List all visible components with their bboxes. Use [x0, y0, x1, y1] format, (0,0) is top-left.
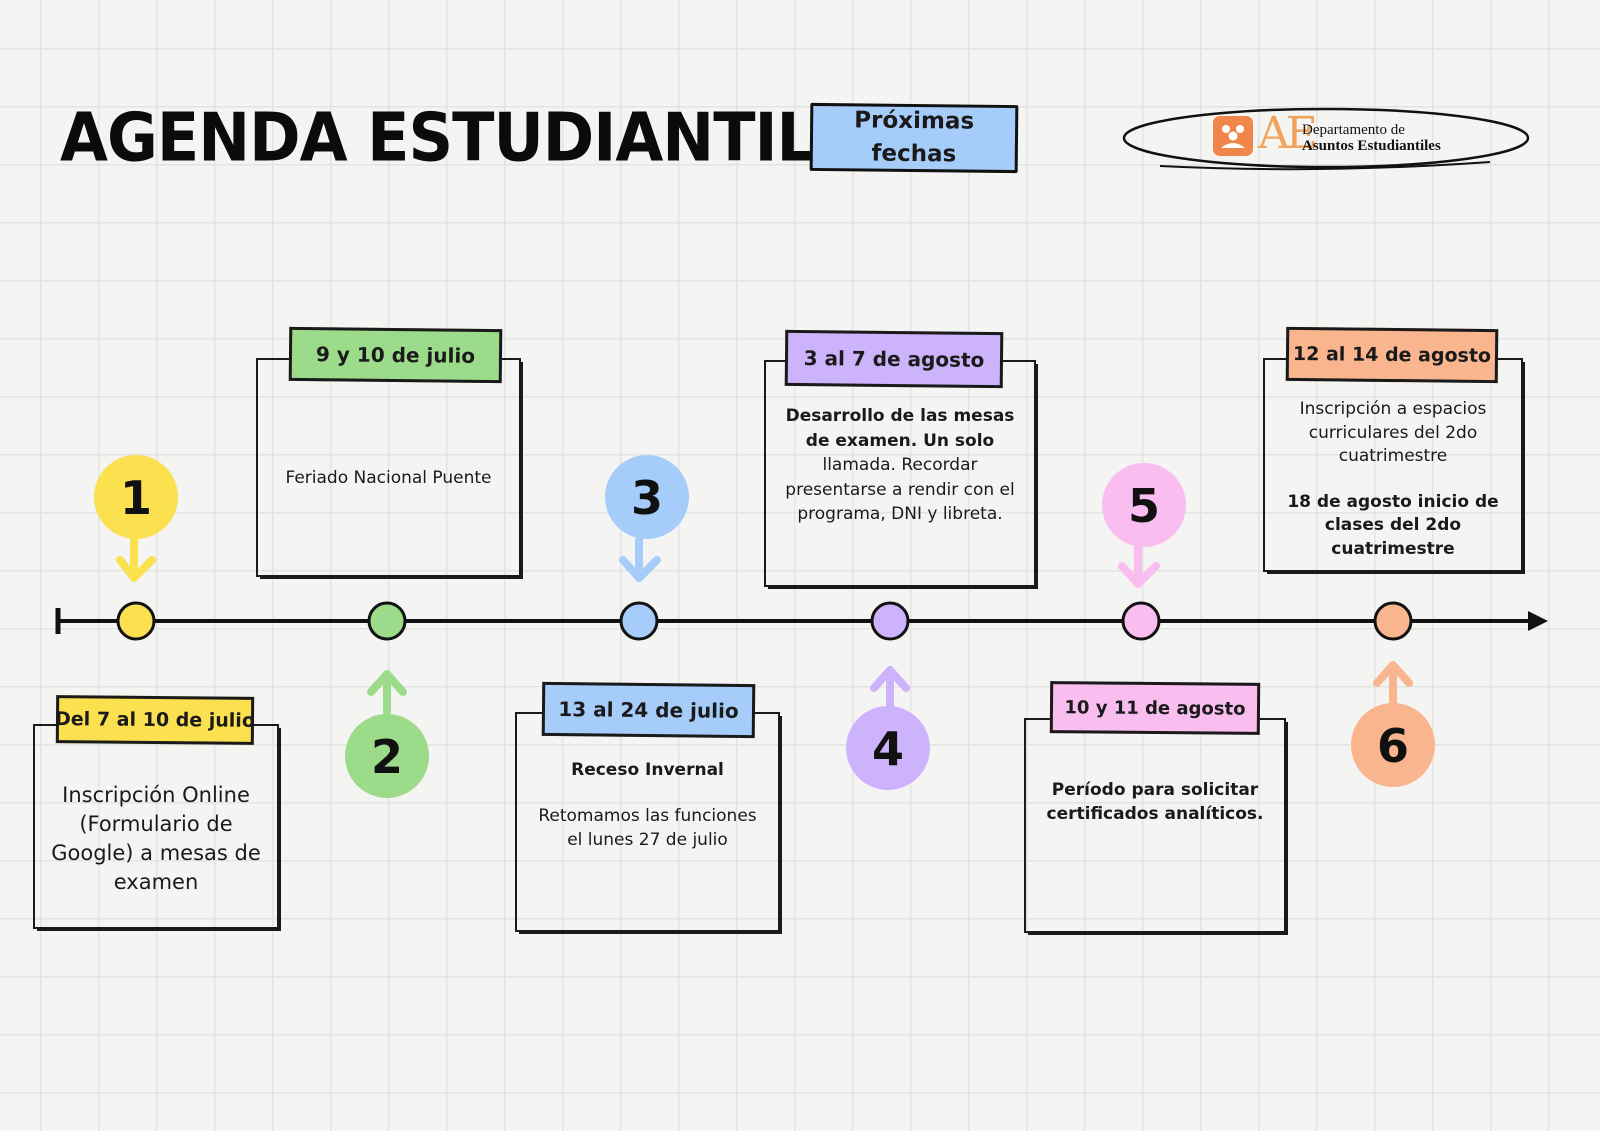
event-card-6: Inscripción a espacios curriculares del … [1263, 358, 1523, 572]
timeline-dot-5 [1121, 601, 1161, 641]
event-text: Receso Invernal Retomamos las funciones … [517, 758, 778, 852]
pin-6: 6 [1351, 661, 1435, 787]
event-date-tag-6: 12 al 14 de agosto [1285, 326, 1499, 384]
timeline-dot-6 [1373, 601, 1413, 641]
pin-5: 5 [1102, 463, 1186, 588]
pin-circle [1102, 463, 1186, 547]
pin-1: 1 [94, 455, 178, 582]
event-text: Inscripción a espacios curriculares del … [1265, 398, 1521, 561]
event-card-4: Desarrollo de las mesas de examen. Un so… [764, 360, 1036, 587]
event-text: Desarrollo de las mesas de examen. Un so… [766, 404, 1034, 527]
pin-circle [1351, 703, 1435, 787]
timeline-dot-2 [367, 601, 407, 641]
event-detail: Retomamos las funciones el lunes 27 de j… [538, 806, 757, 850]
event-text: Feriado Nacional Puente [285, 468, 492, 488]
pin-number: 5 [1128, 479, 1160, 533]
people-icon [1213, 116, 1253, 156]
timeline-dot-1 [116, 601, 156, 641]
logo-oval-outline [1122, 107, 1530, 171]
up-arrow-icon [870, 666, 910, 712]
timeline-dot-4 [870, 601, 910, 641]
event-date-tag-1: Del 7 al 10 de julio [55, 695, 255, 745]
logo-text: Departamento de Asuntos Estudiantiles [1302, 122, 1441, 154]
pin-circle [846, 706, 930, 790]
event-date-tag-2: 9 y 10 de julio [288, 326, 503, 384]
event-card-2: Feriado Nacional Puente [256, 358, 521, 577]
event-text: Inscripción Online (Formulario de Google… [51, 783, 261, 894]
pin-4: 4 [846, 666, 930, 790]
event-title: Desarrollo de las mesas de examen. Un so… [785, 406, 1015, 451]
event-card-3: Receso Invernal Retomamos las funciones … [515, 712, 780, 932]
timeline-arrow-head [1528, 611, 1548, 631]
up-arrow-icon [1373, 661, 1413, 707]
page-title: AGENDA ESTUDIANTIL [60, 98, 816, 177]
event-detail: llamada. Recordar presentarse a rendir c… [785, 455, 1015, 524]
event-date-tag-4: 3 al 7 de agosto [784, 329, 1004, 389]
pin-3: 3 [605, 455, 689, 582]
event-title: 18 de agosto inicio de clases del 2do cu… [1287, 491, 1499, 559]
pin-number: 1 [120, 471, 152, 525]
pin-circle [345, 714, 429, 798]
pin-circle [94, 455, 178, 539]
event-title: Receso Invernal [571, 760, 724, 780]
event-detail: Inscripción a espacios curriculares del … [1299, 399, 1487, 466]
pin-2: 2 [345, 670, 429, 798]
pin-number: 6 [1377, 719, 1409, 773]
logo-monogram: AE [1258, 108, 1318, 159]
event-card-1: Inscripción Online (Formulario de Google… [33, 724, 279, 929]
timeline-dot-3 [619, 601, 659, 641]
logo-line-2: Asuntos Estudiantiles [1302, 138, 1441, 154]
down-arrow-icon [1118, 544, 1160, 588]
pin-number: 3 [631, 471, 663, 525]
pin-number: 4 [872, 722, 904, 776]
event-title: Período para solicitar certificados anal… [1046, 780, 1264, 824]
event-date-tag-3: 13 al 24 de julio [541, 681, 756, 739]
department-logo: AE Departamento de Asuntos Estudiantiles [1120, 104, 1532, 174]
event-date-tag-5: 10 y 11 de agosto [1049, 681, 1261, 735]
up-arrow-icon [367, 670, 407, 716]
down-arrow-icon [116, 536, 156, 582]
down-arrow-icon [619, 536, 661, 582]
logo-line-1: Departamento de [1302, 122, 1405, 138]
event-card-5: Período para solicitar certificados anal… [1024, 718, 1286, 933]
pin-circle [605, 455, 689, 539]
pin-number: 2 [371, 730, 403, 784]
